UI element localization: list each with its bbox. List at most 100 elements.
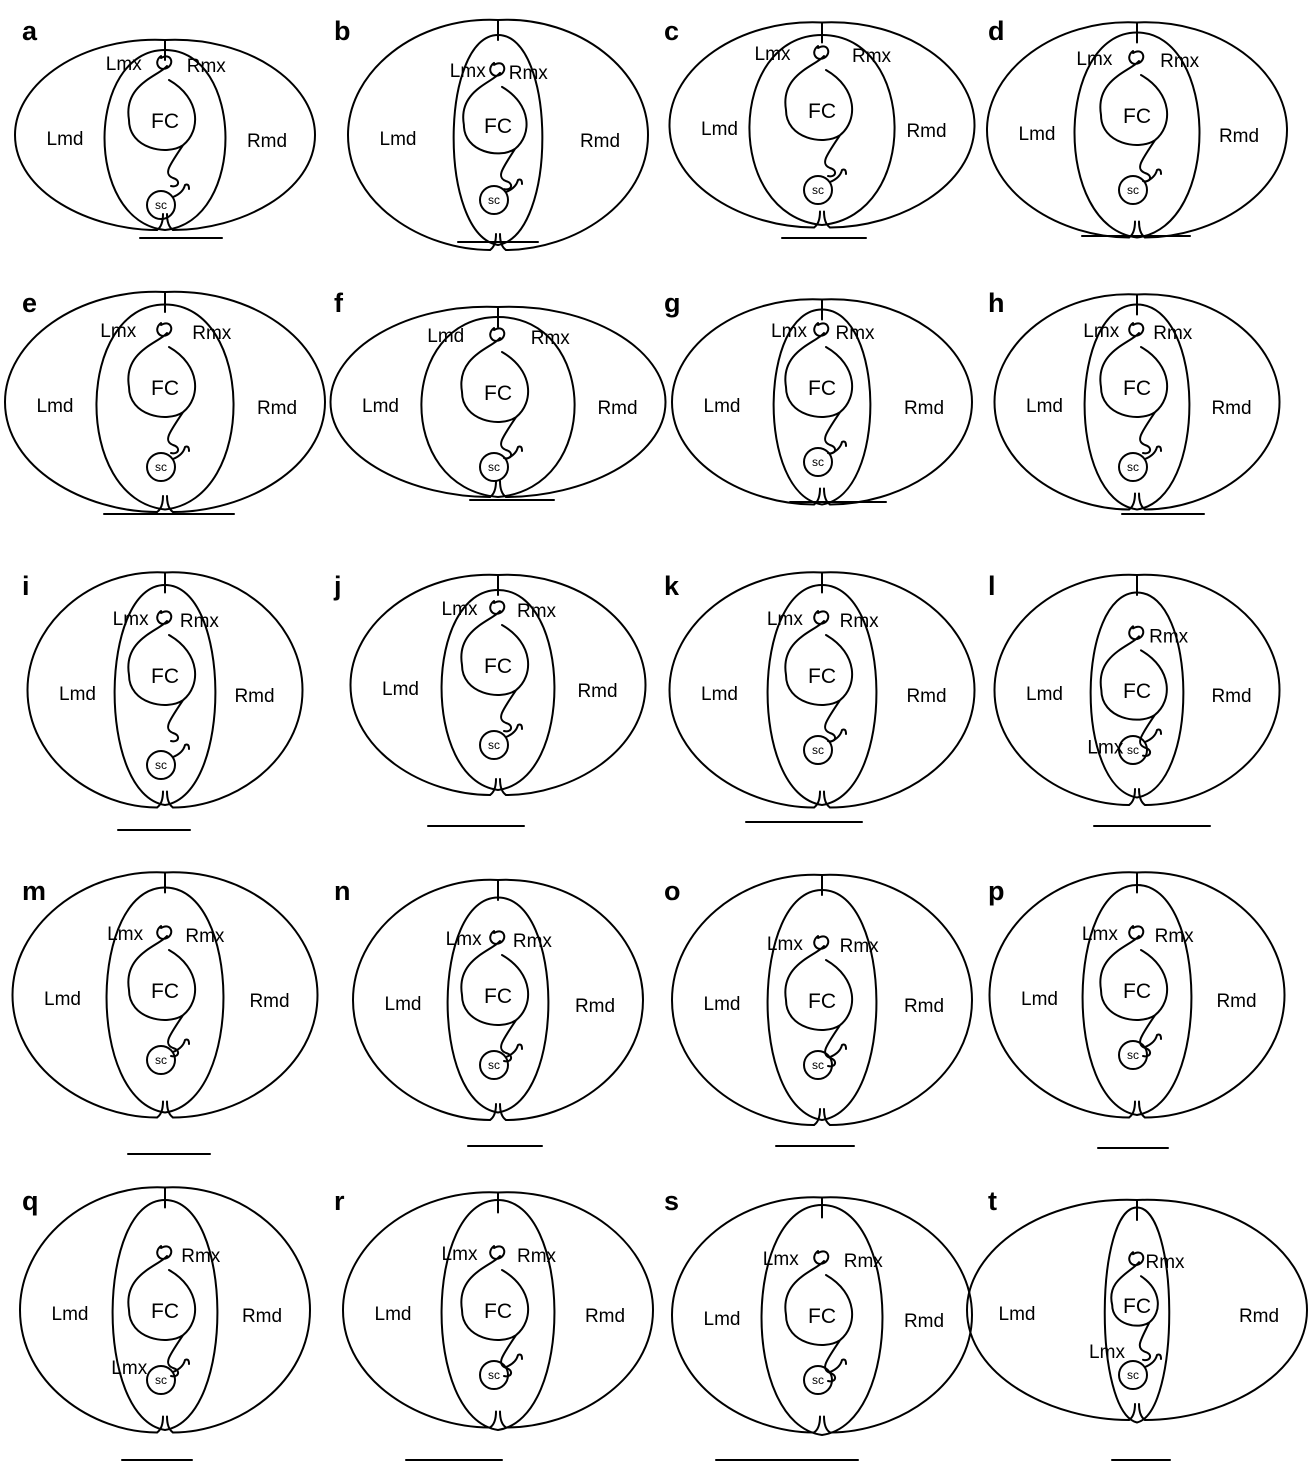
panel-letter-t: t [988,1186,997,1216]
label-left-maxilla: Lmx [450,61,486,82]
label-left-mandible: Lmd [704,396,741,417]
label-salivary-canal: sc [488,1058,500,1072]
salivary-canal-hook [830,1045,846,1058]
panel-l: lLmdRmdLmxRmxFCsc [988,571,1280,826]
label-food-canal: FC [151,665,179,688]
panel-i: iLmdRmdLmxRmxFCsc [22,571,303,830]
label-left-maxilla: Lmx [100,321,136,342]
label-left-mandible: Lmd [59,684,96,705]
label-food-canal: FC [808,665,836,688]
panel-letter-r: r [334,1186,345,1216]
label-food-canal: FC [1123,1295,1151,1318]
label-left-maxilla: Lmx [442,599,478,620]
label-salivary-canal: sc [155,1053,167,1067]
label-salivary-canal: sc [812,1373,824,1387]
panel-e: eLmdRmdLmxRmxFCsc [5,288,325,514]
label-left-maxilla: Lmx [442,1244,478,1265]
label-left-mandible: Lmd [999,1304,1036,1325]
panel-letter-b: b [334,16,351,46]
label-salivary-canal: sc [1127,1048,1139,1062]
salivary-canal-hook [173,1040,189,1053]
label-food-canal: FC [1123,680,1151,703]
panel-s: sLmdRmdLmxRmxFCsc [664,1186,972,1460]
label-salivary-canal: sc [812,455,824,469]
label-left-mandible: Lmd [380,129,417,150]
panel-t: tLmdRmdLmxRmxFCsc [967,1186,1307,1460]
label-left-maxilla: Lmx [1087,738,1123,759]
panel-letter-q: q [22,1186,39,1216]
salivary-canal-hook [506,447,522,460]
label-right-mandible: Rmd [1211,686,1251,707]
salivary-canal-hook [830,730,846,743]
label-food-canal: FC [1123,980,1151,1003]
label-right-maxilla: Rmx [509,63,549,84]
label-right-maxilla: Rmx [517,1246,557,1267]
label-right-maxilla: Rmx [517,601,557,622]
label-food-canal: FC [151,110,179,133]
label-food-canal: FC [808,100,836,123]
label-food-canal: FC [484,382,512,405]
label-right-mandible: Rmd [906,121,946,142]
panel-letter-m: m [22,876,46,906]
label-right-maxilla: Rmx [835,323,875,344]
salivary-canal-hook [830,442,846,455]
label-left-maxilla: Lmx [1083,321,1119,342]
panel-letter-l: l [988,571,996,601]
label-left-maxilla: Lmx [106,54,142,75]
label-right-mandible: Rmd [906,686,946,707]
salivary-canal-hook [1145,730,1161,743]
label-left-mandible: Lmd [704,994,741,1015]
panel-letter-s: s [664,1186,679,1216]
label-food-canal: FC [484,115,512,138]
label-salivary-canal: sc [1127,1368,1139,1382]
label-right-mandible: Rmd [904,1311,944,1332]
label-food-canal: FC [1123,377,1151,400]
panel-g: gLmdRmdLmxRmxFCsc [664,288,972,505]
label-left-maxilla: Lmx [755,44,791,65]
panel-o: oLmdRmdLmxRmxFCsc [664,875,972,1146]
label-left-mandible: Lmd [47,129,84,150]
label-right-mandible: Rmd [1211,398,1251,419]
label-salivary-canal: sc [155,460,167,474]
label-salivary-canal: sc [488,460,500,474]
label-salivary-canal: sc [812,1058,824,1072]
label-right-mandible: Rmd [257,398,297,419]
label-right-maxilla: Rmx [1155,926,1195,947]
label-right-maxilla: Rmx [852,46,892,67]
label-left-mandible: Lmd [362,396,399,417]
panel-letter-k: k [664,571,680,601]
label-salivary-canal: sc [488,1368,500,1382]
label-left-mandible: Lmd [701,684,738,705]
label-left-maxilla: Lmx [111,1358,147,1379]
salivary-canal-hook [173,745,189,758]
label-right-maxilla: Rmx [187,56,227,77]
label-food-canal: FC [808,990,836,1013]
label-salivary-canal: sc [1127,743,1139,757]
label-right-maxilla: Rmx [1149,626,1189,647]
label-right-mandible: Rmd [1216,991,1256,1012]
label-food-canal: FC [1123,105,1151,128]
panel-letter-h: h [988,288,1005,318]
label-right-mandible: Rmd [249,991,289,1012]
label-left-maxilla: Lmx [767,609,803,630]
salivary-canal-hook [830,1360,846,1373]
label-right-maxilla: Rmx [180,611,220,632]
label-left-maxilla: Lmx [113,609,149,630]
label-food-canal: FC [151,980,179,1003]
label-left-maxilla: Lmx [1089,1342,1125,1363]
label-right-mandible: Rmd [234,686,274,707]
label-right-maxilla: Rmx [1160,51,1200,72]
label-left-maxilla: Lmx [1082,924,1118,945]
label-left-mandible: Lmd [375,1304,412,1325]
label-left-mandible: Lmd [382,679,419,700]
label-salivary-canal: sc [488,738,500,752]
label-salivary-canal: sc [1127,460,1139,474]
label-right-maxilla: Rmx [185,926,225,947]
salivary-canal-hook [1145,170,1161,183]
label-right-maxilla: Rmx [192,323,232,344]
